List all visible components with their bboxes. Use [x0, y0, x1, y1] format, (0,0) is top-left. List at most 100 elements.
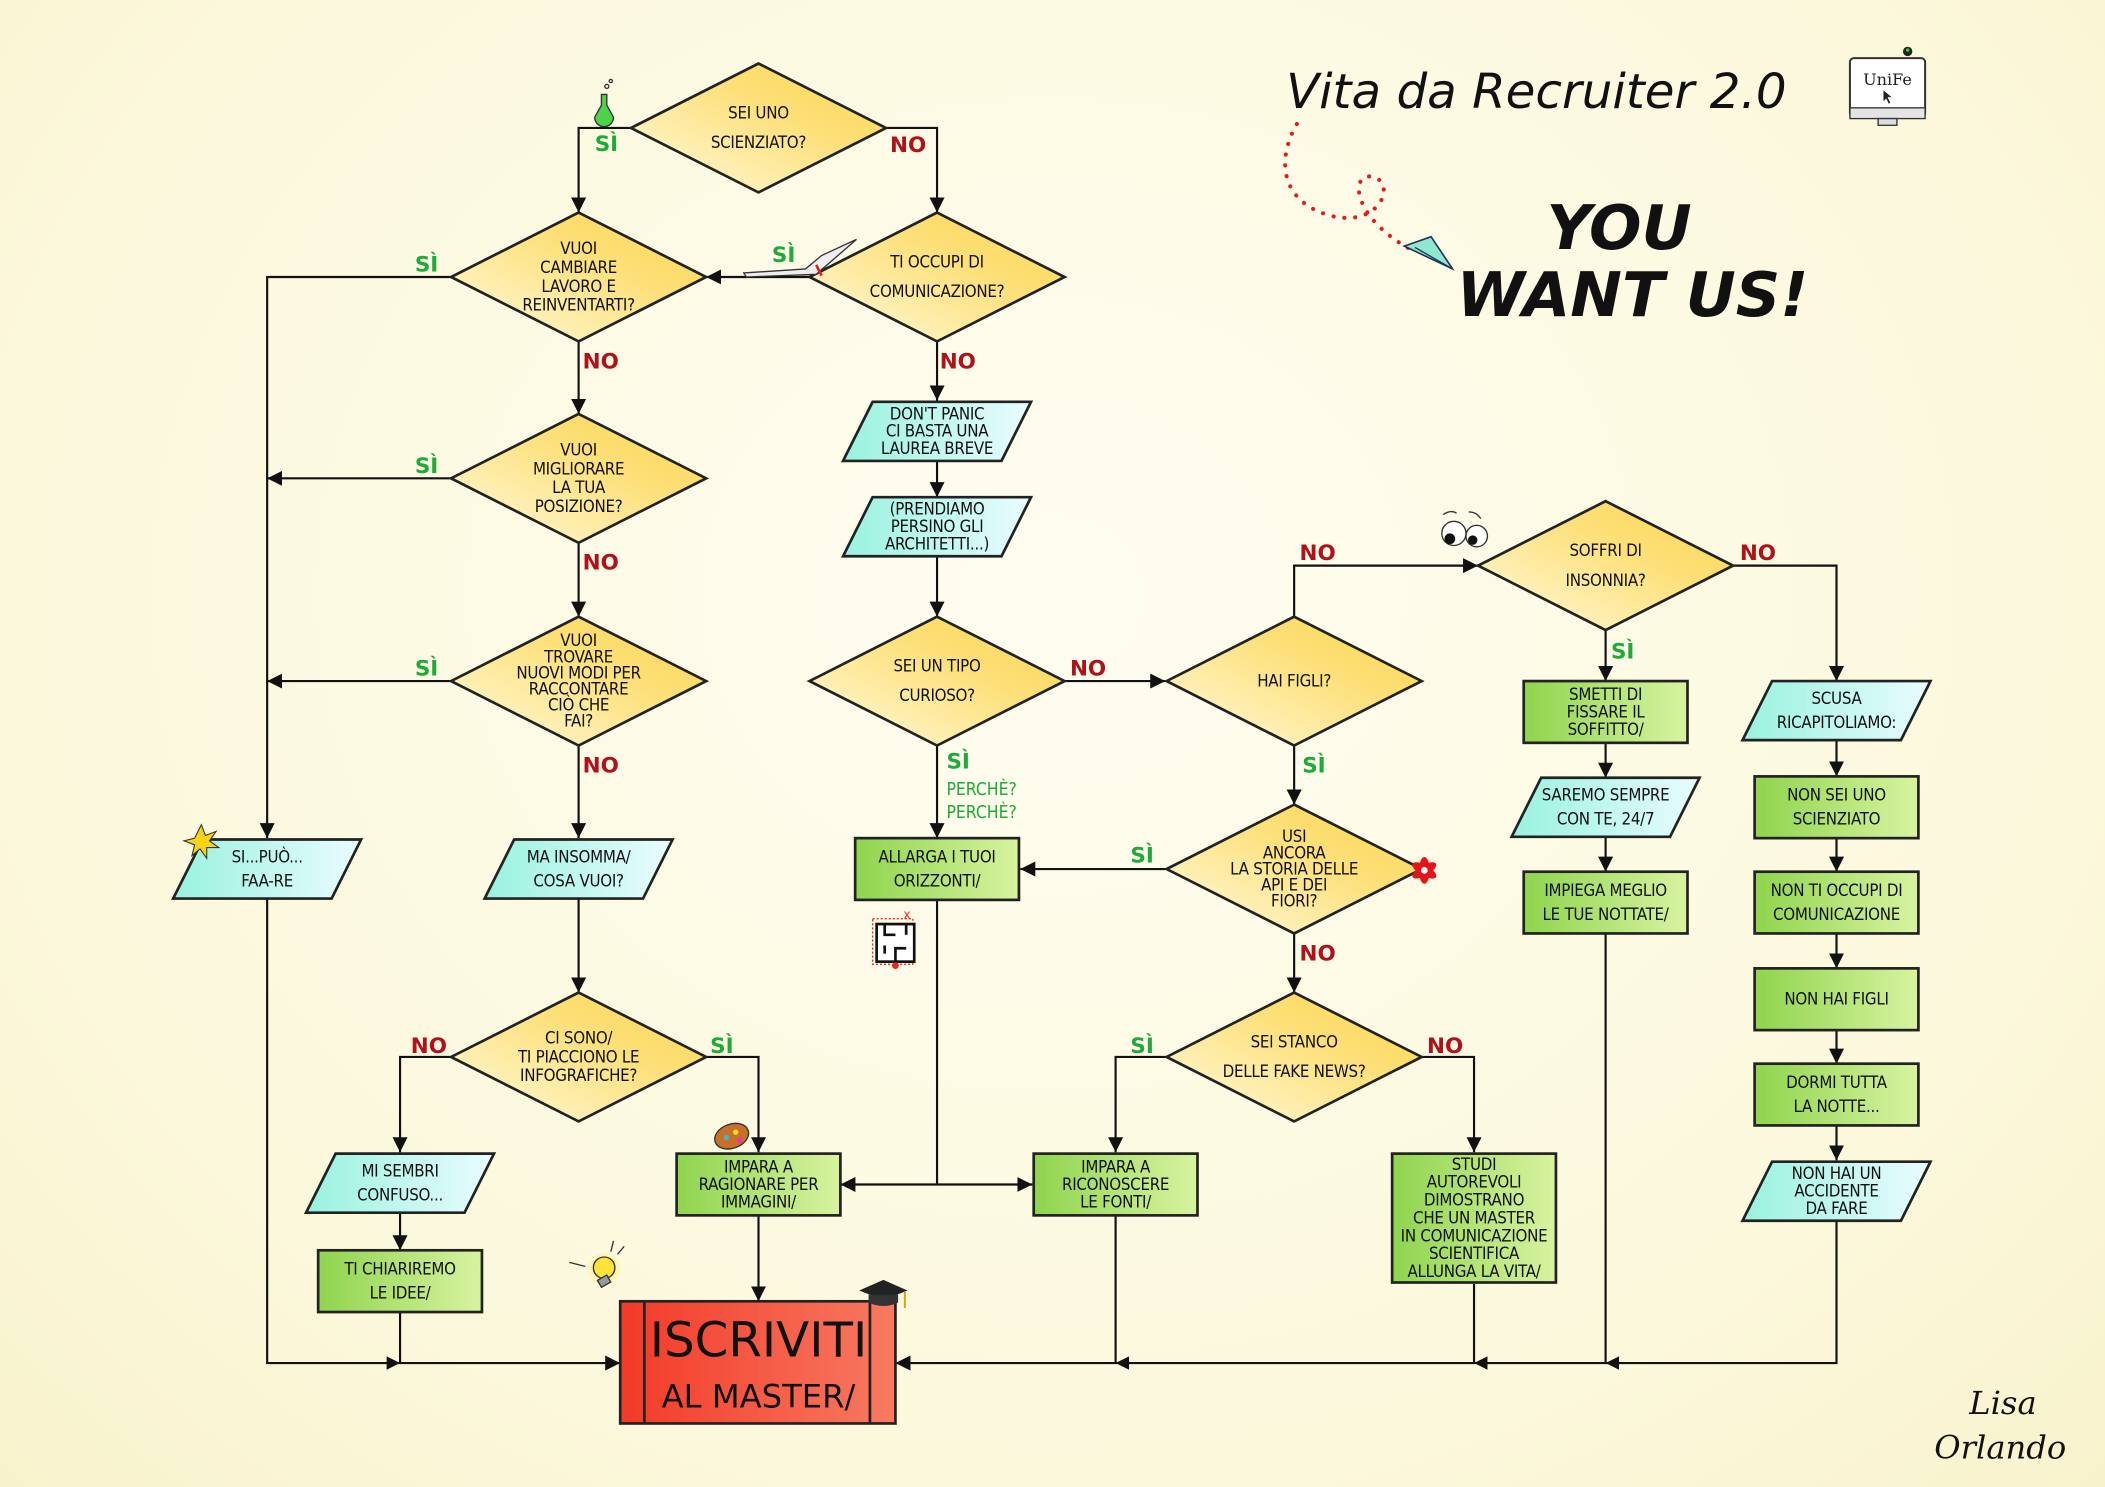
star-burst-icon	[182, 823, 221, 860]
terminal-text-line: AL MASTER/	[662, 1377, 856, 1415]
signature-last-name: Orlando	[1934, 1428, 2066, 1466]
arrowhead	[1605, 1356, 1620, 1370]
node-text-line: COSA VUOI?	[533, 870, 623, 890]
node-text-line: RICONOSCERE	[1062, 1174, 1169, 1194]
no-label: NO	[940, 349, 976, 374]
message-p4[interactable]: MA INSOMMA/COSA VUOI?	[482, 838, 675, 900]
node-text-line: CURIOSO?	[899, 685, 975, 705]
yes-label: SÌ	[772, 242, 795, 268]
node-text-line: USI	[1282, 826, 1306, 846]
message-p5[interactable]: MI SEMBRICONFUSO...	[303, 1152, 497, 1215]
node-text-line: SI...PUÒ...	[232, 845, 303, 866]
node-text-line: NUOVI MODI PER	[516, 662, 641, 682]
io-parallelogram	[482, 838, 675, 900]
monitor-icon: UniFe	[1848, 46, 1927, 126]
node-text-line: CHE UN MASTER	[1413, 1207, 1536, 1227]
why-annotation-1: PERCHÈ?	[946, 778, 1016, 800]
connector-line	[1733, 564, 1845, 682]
connector-line	[886, 126, 945, 213]
connectors	[259, 126, 1845, 1371]
connector-line	[706, 1055, 767, 1153]
message-p7[interactable]: SCUSA RICAPITOLIAMO:	[1740, 679, 1933, 742]
slogan-line-1: YOU	[1547, 192, 1692, 264]
node-text-line: IMPARA A	[1081, 1156, 1151, 1176]
node-text-line: NON HAI FIGLI	[1784, 989, 1888, 1009]
node-text-line: IMMAGINI/	[721, 1191, 797, 1211]
process-box	[853, 836, 1021, 902]
node-text-line: CI SONO/	[545, 1028, 613, 1048]
message-p3[interactable]: SI...PUÒ...FAA-RE	[171, 838, 364, 900]
node-text-line: DA FARE	[1805, 1198, 1867, 1218]
action-r10[interactable]: NON HAI FIGLI	[1753, 967, 1920, 1032]
node-text-line: ALLARGA I TUOI	[878, 846, 995, 866]
enroll-master-terminal[interactable]: ISCRIVITI AL MASTER/	[618, 1299, 897, 1425]
node-text-line: HAI FIGLI?	[1257, 670, 1331, 690]
node-text-line: DIMOSTRANO	[1424, 1190, 1525, 1210]
node-text-line: IMPIEGA MEGLIO	[1544, 880, 1667, 900]
node-text-line: ALLUNGA LA VITA/	[1408, 1261, 1542, 1281]
node-text-line: ACCIDENTE	[1794, 1181, 1878, 1201]
yes-label: SÌ	[415, 252, 438, 278]
process-box	[1522, 870, 1689, 935]
no-label: NO	[1740, 541, 1776, 566]
node-text-line: VUOI	[560, 630, 597, 650]
node-text-line: RICAPITOLIAMO:	[1777, 712, 1896, 732]
io-parallelogram	[171, 838, 364, 900]
decision-diamond	[448, 615, 710, 748]
node-text-line: SCUSA	[1811, 688, 1862, 708]
process-box	[1753, 775, 1920, 840]
process-box	[1522, 679, 1689, 745]
unife-logo-text: UniFe	[1863, 70, 1912, 89]
connector-line	[895, 1220, 1838, 1371]
node-text-line: SMETTI DI	[1569, 684, 1642, 704]
node-text-line: TROVARE	[543, 646, 613, 666]
node-text-line: TI PIACCIONO LE	[517, 1046, 639, 1066]
node-text-line: (PRENDIAMO	[890, 499, 985, 519]
no-label: NO	[583, 349, 619, 374]
terminal-text-line: ISCRIVITI	[650, 1312, 868, 1368]
arrowhead	[1115, 1356, 1130, 1370]
node-text-line: SEI STANCO	[1251, 1032, 1339, 1052]
process-box	[1753, 967, 1920, 1032]
node-text-line: STUDI	[1452, 1154, 1497, 1174]
node-text-line: INSONNIA?	[1566, 570, 1646, 590]
diagram-title: Vita da Recruiter 2.0	[1286, 64, 1787, 120]
no-label: NO	[1300, 941, 1336, 966]
decision-d7[interactable]: HAI FIGLI?	[1163, 615, 1425, 748]
dotted-flight-path	[1283, 121, 1412, 251]
no-label: NO	[1427, 1034, 1463, 1059]
node-text-line: API E DEI	[1261, 875, 1327, 895]
yes-label: SÌ	[415, 656, 438, 682]
signature-first-name: Lisa	[1968, 1384, 2036, 1422]
node-text-line: COMUNICAZIONE?	[870, 281, 1005, 301]
node-text-line: POSIZIONE?	[535, 496, 623, 516]
decision-diamond	[627, 62, 890, 194]
decision-diamond	[1475, 499, 1737, 632]
